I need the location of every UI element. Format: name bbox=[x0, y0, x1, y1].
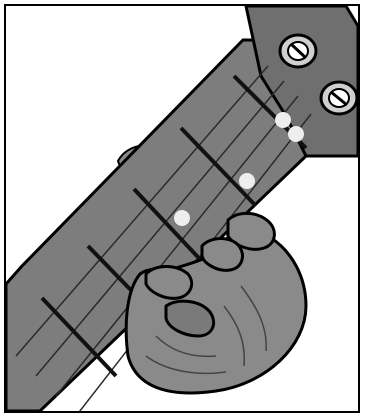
finger-dot-1 bbox=[275, 112, 291, 128]
finger-dot-2 bbox=[288, 126, 304, 142]
finger-dot-3 bbox=[239, 173, 255, 189]
ukulele-illustration bbox=[6, 6, 358, 411]
finger-dot-4 bbox=[174, 210, 190, 226]
illustration-frame bbox=[4, 4, 360, 413]
